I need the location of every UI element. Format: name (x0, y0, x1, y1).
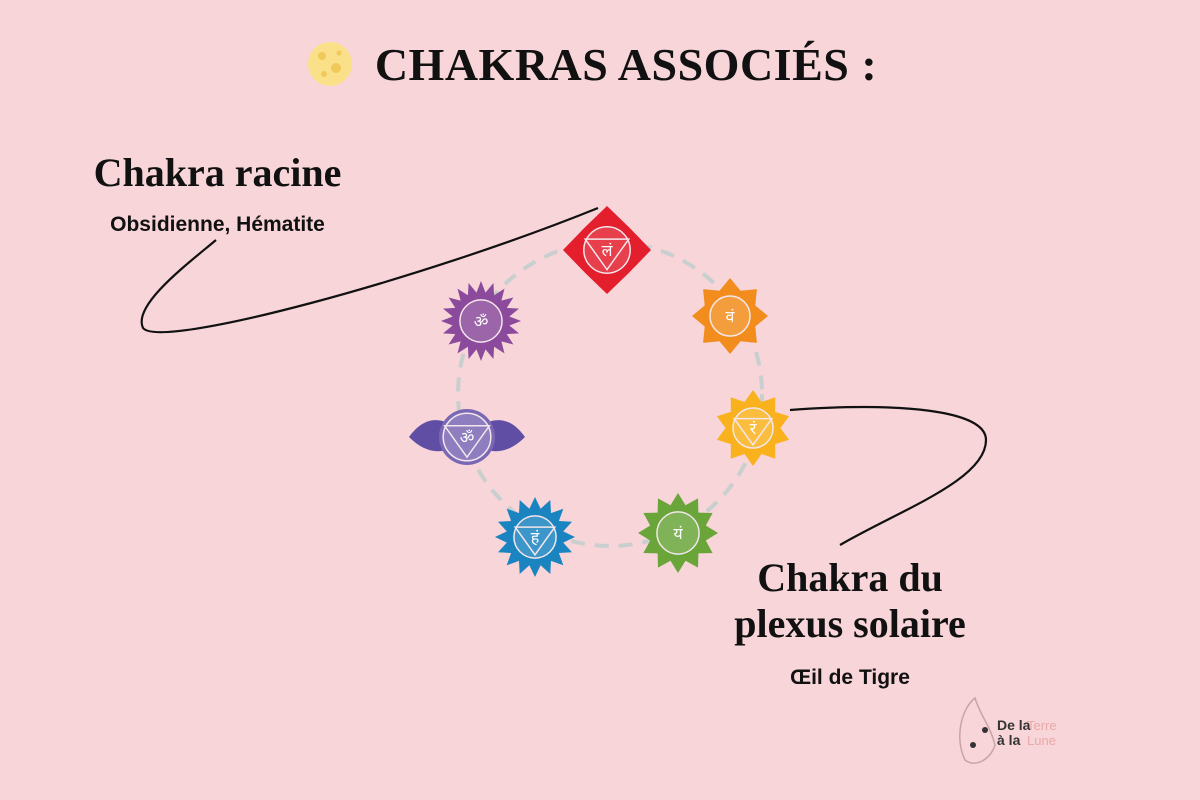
chakra-glyph: ॐ (460, 429, 475, 447)
chakra-heart-icon: यं (638, 493, 718, 573)
wings (409, 420, 525, 452)
solar-chakra-stones: Œil de Tigre (790, 666, 910, 689)
petals (692, 278, 768, 354)
chakra-glyph: ॐ (474, 313, 489, 331)
chakra-root-icon: लं (563, 206, 651, 294)
root-chakra-title: Chakra racine (93, 150, 342, 195)
petals (563, 206, 651, 294)
solar-title-line1: Chakra du (757, 555, 943, 600)
solar-title-line2: plexus solaire (734, 601, 966, 646)
chakra-glyph: रं (750, 420, 757, 438)
root-chakra-stones: Obsidienne, Hématite (110, 213, 325, 236)
connector-root (140, 206, 599, 334)
chakra-glyph: हं (531, 529, 540, 547)
petals (441, 281, 521, 361)
chakra-ring (456, 240, 764, 548)
chakra-crown-icon: ॐ (441, 281, 521, 361)
petals (495, 497, 575, 577)
page-title: CHAKRAS ASSOCIÉS : (0, 38, 1200, 91)
chakra-glyph: यं (673, 525, 683, 543)
moon-icon (306, 40, 354, 93)
chakra-throat-icon: हं (495, 497, 575, 577)
chakra-solar-plexus-icon: रं (716, 390, 790, 466)
chakra-third-eye-icon: ॐ (409, 409, 525, 465)
solar-chakra-title: Chakra du plexus solaire (690, 555, 1010, 647)
chakra-glyph: लं (602, 242, 614, 260)
title-text: CHAKRAS ASSOCIÉS : (374, 39, 878, 90)
connector-solar (789, 405, 988, 546)
petals (716, 390, 790, 466)
chakra-sacral-icon: वं (692, 278, 768, 354)
chakra-glyph: वं (726, 308, 736, 326)
petals (638, 493, 718, 573)
